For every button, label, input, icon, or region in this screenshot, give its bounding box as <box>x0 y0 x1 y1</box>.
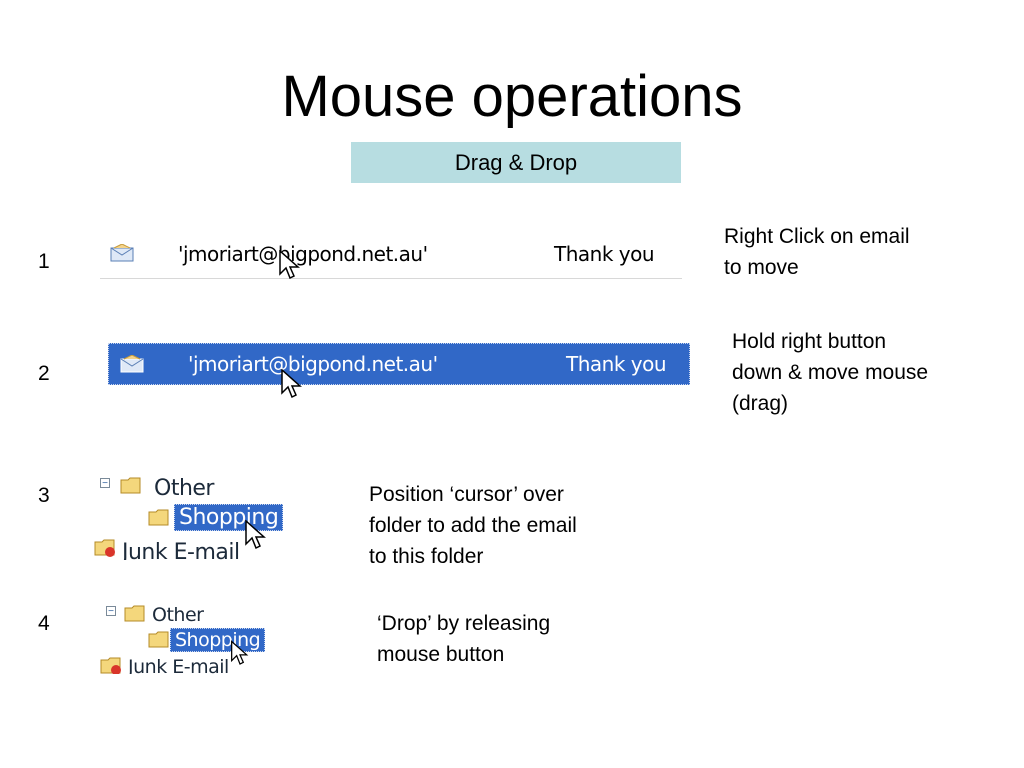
email-subject: Thank you <box>554 242 655 266</box>
tree-collapse-icon[interactable]: − <box>100 478 110 489</box>
envelope-icon <box>110 244 134 262</box>
step-note: Hold right button down & move mouse (dra… <box>732 330 929 415</box>
slide-title: Mouse operations <box>281 64 743 129</box>
mouse-cursor-icon <box>231 640 249 665</box>
folder-tree: − Other Shopping Junk E-mail <box>92 466 302 560</box>
step-number: 2 <box>38 362 50 385</box>
email-sender: 'jmoriart@bigpond.net.au' <box>178 242 428 266</box>
step-note: Position ‘cursor’ over folder to add the… <box>369 483 577 568</box>
step-note: Right Click on email to move <box>724 225 910 279</box>
step-number: 1 <box>38 250 50 273</box>
email-sender: 'jmoriart@bigpond.net.au' <box>188 352 438 376</box>
email-row-selected[interactable]: 'jmoriart@bigpond.net.au' Thank you <box>108 343 690 399</box>
email-subject: Thank you <box>566 352 667 376</box>
junk-folder-icon <box>100 657 121 674</box>
folder-icon <box>120 477 141 494</box>
email-row[interactable]: 'jmoriart@bigpond.net.au' Thank you <box>100 232 682 280</box>
step-number: 3 <box>38 484 50 507</box>
tree-folder-other[interactable]: Other <box>154 476 214 501</box>
junk-folder-icon <box>94 539 115 557</box>
folder-icon <box>124 605 145 622</box>
step-number: 4 <box>38 612 50 635</box>
mouse-cursor-icon <box>279 250 300 280</box>
tree-folder-other[interactable]: Other <box>152 604 204 626</box>
envelope-icon <box>120 355 144 373</box>
tree-folder-junk[interactable]: Junk E-mail <box>128 656 229 674</box>
folder-icon <box>148 509 169 526</box>
slide-subtitle: Drag & Drop <box>351 142 681 183</box>
tree-collapse-icon[interactable]: − <box>106 606 116 617</box>
tree-folder-shopping[interactable]: Shopping <box>170 628 266 652</box>
step-note: ‘Drop’ by releasing mouse button <box>377 612 551 666</box>
folder-icon <box>148 631 169 648</box>
mouse-cursor-icon <box>281 369 302 399</box>
mouse-cursor-icon <box>245 520 266 550</box>
tree-folder-shopping[interactable]: Shopping <box>174 504 284 531</box>
tree-folder-junk[interactable]: Junk E-mail <box>122 540 240 560</box>
folder-tree: − Other Shopping Junk E-mail <box>100 596 280 674</box>
